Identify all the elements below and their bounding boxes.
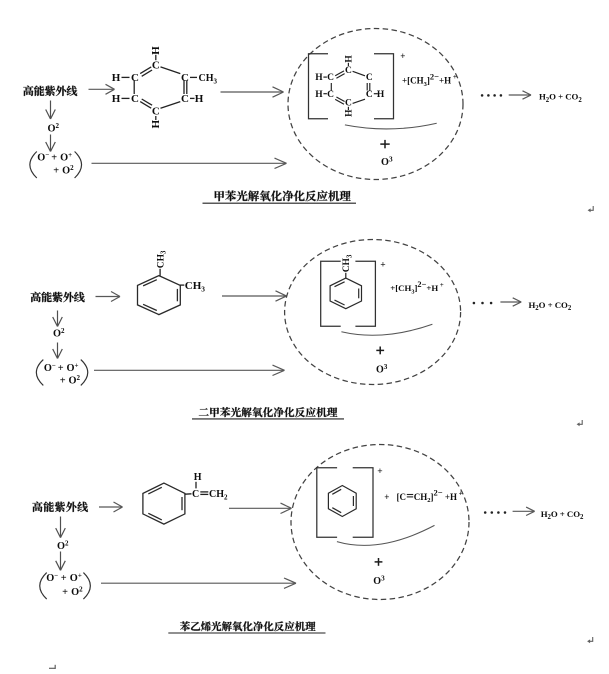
- svg-text:[C: [C: [397, 492, 407, 502]
- svg-text:C: C: [181, 72, 189, 84]
- svg-text:H: H: [194, 472, 202, 483]
- svg-text:H: H: [315, 73, 323, 83]
- svg-text:C: C: [152, 106, 160, 118]
- svg-text:+: +: [51, 153, 57, 164]
- svg-text:C: C: [327, 90, 334, 100]
- svg-text:C: C: [131, 93, 139, 105]
- svg-text:H: H: [315, 90, 323, 100]
- svg-text:H: H: [149, 120, 161, 129]
- svg-text:H: H: [342, 55, 352, 63]
- svg-text:C: C: [131, 72, 139, 84]
- svg-text:C: C: [181, 93, 189, 105]
- svg-text:C: C: [192, 489, 199, 500]
- svg-text:H: H: [195, 93, 204, 105]
- svg-text:C: C: [366, 73, 373, 83]
- svg-text:+: +: [53, 166, 59, 177]
- svg-text:+: +: [58, 363, 64, 374]
- svg-text:H: H: [112, 72, 121, 84]
- svg-text:C: C: [152, 59, 160, 71]
- svg-text:H: H: [112, 93, 121, 105]
- svg-text:+: +: [400, 51, 405, 61]
- svg-text:+: +: [377, 467, 382, 477]
- svg-text:H: H: [342, 110, 352, 118]
- svg-text:+: +: [61, 573, 67, 584]
- svg-text:H: H: [377, 90, 385, 100]
- svg-text:+: +: [60, 375, 66, 386]
- svg-text:C: C: [327, 73, 334, 83]
- svg-text:+: +: [380, 261, 385, 271]
- svg-text:H: H: [149, 46, 161, 55]
- svg-text:+: +: [384, 492, 389, 502]
- svg-text:C: C: [345, 66, 352, 76]
- svg-text:+: +: [62, 587, 68, 598]
- svg-text:C: C: [366, 90, 373, 100]
- svg-text:+[CH3]2−+H +: +[CH3]2−+H +: [390, 280, 444, 296]
